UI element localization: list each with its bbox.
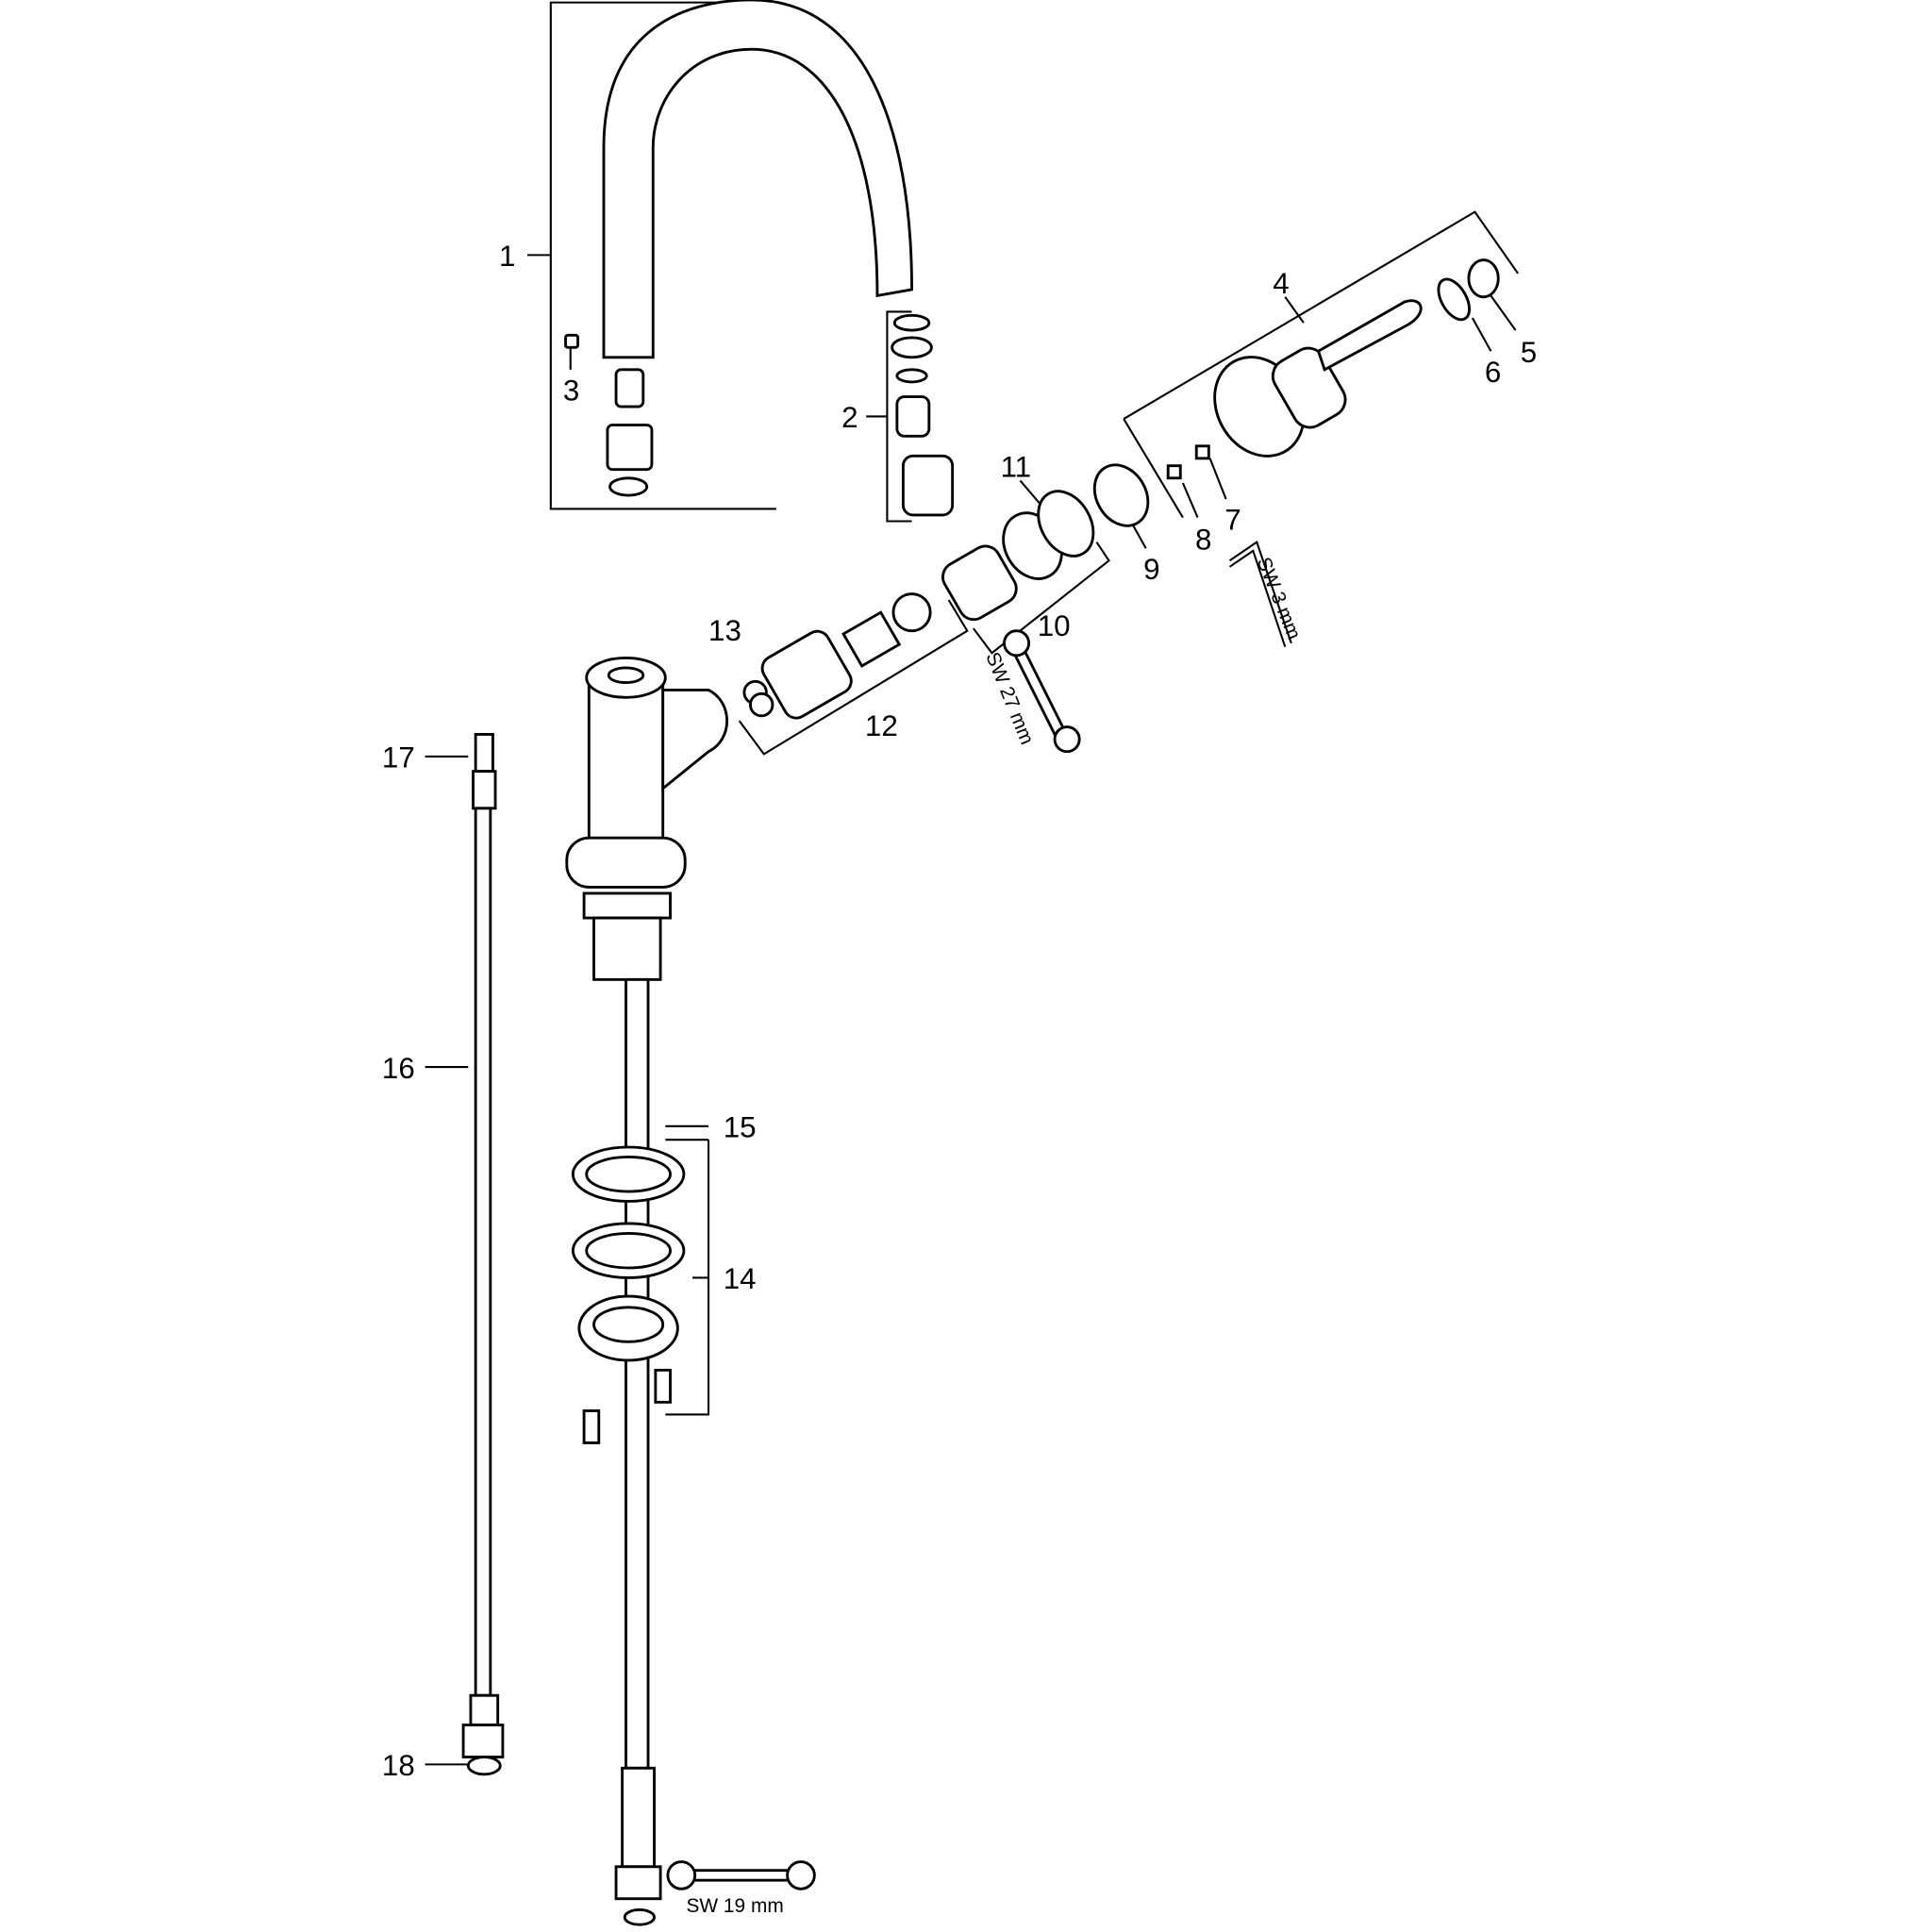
label-4: 4 [1273, 267, 1289, 300]
label-1: 1 [499, 240, 515, 273]
hex-key-icon [1228, 541, 1292, 648]
label-8: 8 [1195, 524, 1211, 557]
label-5: 5 [1521, 336, 1537, 369]
label-14: 14 [724, 1262, 757, 1295]
label-2: 2 [841, 401, 858, 434]
aerator-parts [891, 313, 955, 517]
label-10: 10 [1038, 609, 1071, 642]
bracket-lines [425, 1, 1519, 1766]
label-sw-19: SW 19 mm [687, 1895, 784, 1917]
label-11: 11 [1001, 450, 1032, 483]
spout [602, 0, 913, 359]
label-16: 16 [382, 1052, 415, 1085]
label-17: 17 [382, 741, 415, 774]
label-7: 7 [1224, 504, 1241, 537]
label-15: 15 [724, 1111, 757, 1144]
mounting-parts [571, 1145, 686, 1444]
cartridge-parts [742, 444, 1210, 720]
label-18: 18 [382, 1749, 415, 1782]
label-6: 6 [1485, 356, 1501, 389]
wrench-19-icon [666, 1860, 816, 1890]
label-3: 3 [563, 374, 579, 407]
label-13: 13 [708, 614, 741, 647]
supply-hose [461, 733, 505, 1776]
label-9: 9 [1143, 553, 1159, 586]
label-12: 12 [865, 709, 898, 742]
mixer-body [565, 657, 729, 1926]
spout-fittings [564, 333, 654, 497]
wrench-27-icon [1003, 629, 1081, 754]
lever-handle [1213, 258, 1500, 458]
part-labels: 1 2 3 4 5 6 7 8 9 10 11 12 13 14 15 16 1… [382, 240, 1537, 1782]
tool-labels: SW 27 mm SW 3 mm SW 19 mm [687, 555, 1306, 1918]
